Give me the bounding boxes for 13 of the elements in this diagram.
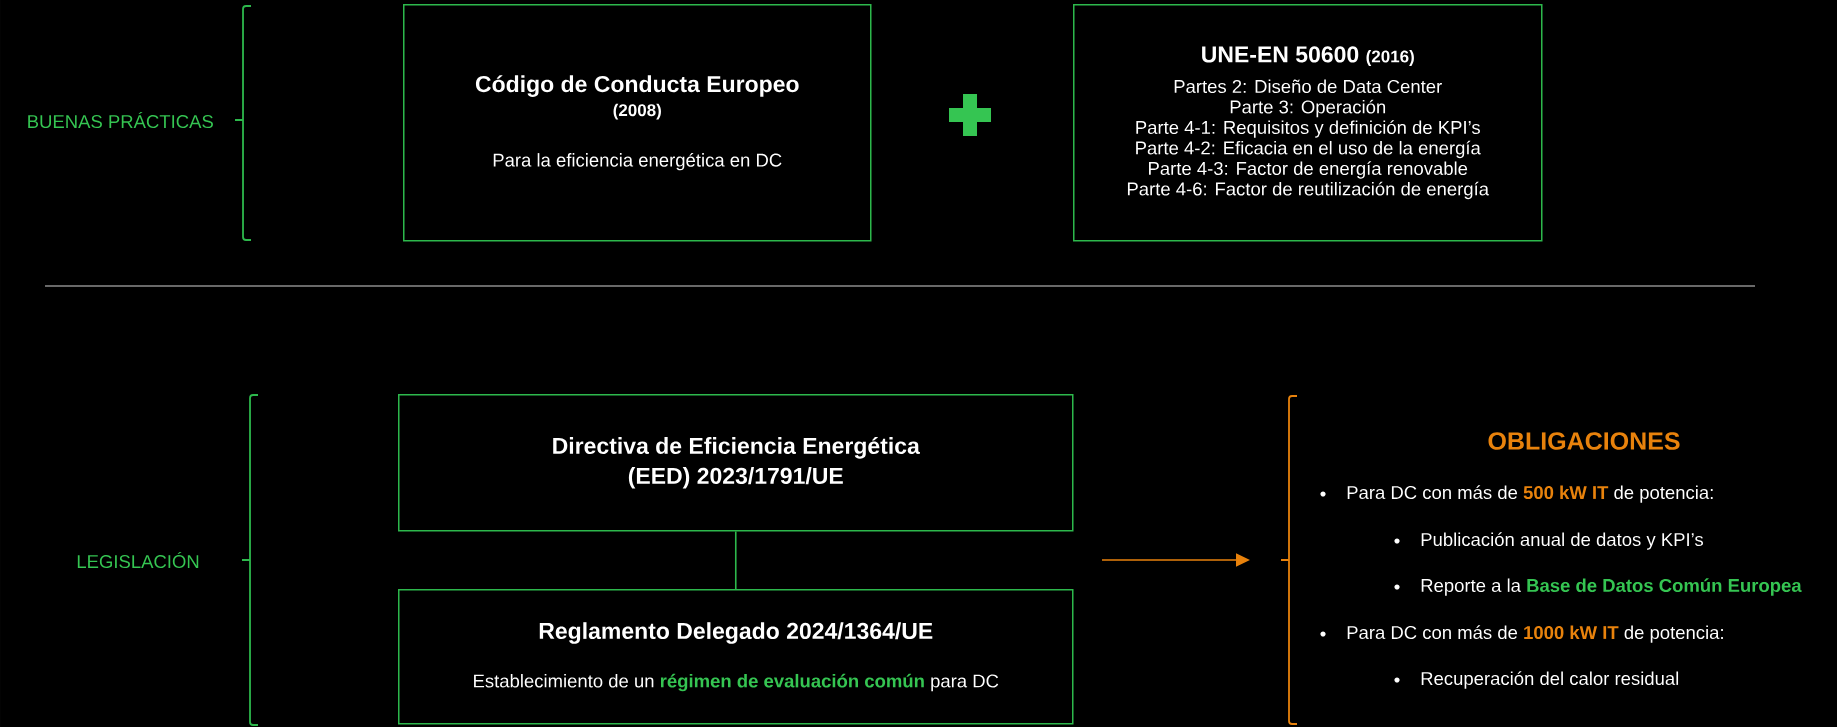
bullet-item: Para DC con más de 500 kW IT de potencia: <box>1347 485 1713 503</box>
text-box: Directiva de Eficiencia Energética (EED) 2023/1791/UE <box>398 394 1074 532</box>
bullet-item: Reporte a la Base de Datos Común Europea <box>1421 578 1802 596</box>
heading: OBLIGACIONES <box>1488 432 1680 450</box>
connector-line <box>734 530 737 590</box>
bullet-item: Para DC con más de 1000 kW IT de potencia: <box>1347 625 1723 643</box>
bullet-item: Publicación anual de datos y KPI’s <box>1421 532 1703 550</box>
section-label: BUENAS PRÁCTICAS <box>28 111 213 129</box>
section-label: LEGISLACIÓN <box>77 551 199 569</box>
text-box: UNE-EN 50600 (2016) Partes 2: Diseño de Data Center Parte 3: Operación Parte 4-1: Requisitos y definición de KPI’s Parte 4-2: Eficacia en el uso de la energía Parte 4-3: Factor de energía renovable Parte 4-6: Factor de reutilización de energía <box>1073 4 1543 242</box>
text-box: Código de Conducta Europeo (2008) Para la eficiencia energética en DC <box>403 4 872 242</box>
text-box: Reglamento Delegado 2024/1364/UE Establecimiento de un régimen de evaluación común para DC <box>398 589 1074 725</box>
bullet-item: Recuperación del calor residual <box>1421 671 1679 689</box>
